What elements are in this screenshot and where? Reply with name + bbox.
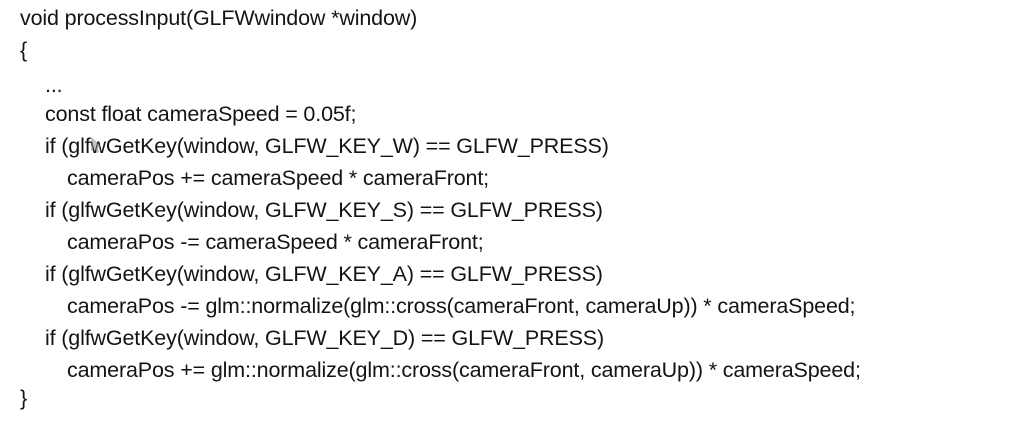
code-line: void processInput(GLFWwindow *window) bbox=[20, 6, 418, 30]
code-line: if (glfwGetKey(window, GLFW_KEY_A) == GL… bbox=[45, 262, 603, 286]
code-line: ... bbox=[45, 73, 63, 97]
code-line: cameraPos += glm::normalize(glm::cross(c… bbox=[67, 358, 861, 382]
code-line: if (glfwGetKey(window, GLFW_KEY_S) == GL… bbox=[45, 198, 603, 222]
code-line: cameraPos += cameraSpeed * cameraFront; bbox=[67, 166, 489, 190]
code-line: const float cameraSpeed = 0.05f; bbox=[45, 102, 357, 126]
code-line: if (glfwGetKey(window, GLFW_KEY_W) == GL… bbox=[45, 134, 609, 158]
code-line: } bbox=[20, 386, 28, 410]
code-line: cameraPos -= cameraSpeed * cameraFront; bbox=[67, 230, 484, 254]
code-line: if (glfwGetKey(window, GLFW_KEY_D) == GL… bbox=[45, 326, 604, 350]
code-line: { bbox=[20, 38, 28, 62]
code-line: cameraPos -= glm::normalize(glm::cross(c… bbox=[67, 294, 856, 318]
